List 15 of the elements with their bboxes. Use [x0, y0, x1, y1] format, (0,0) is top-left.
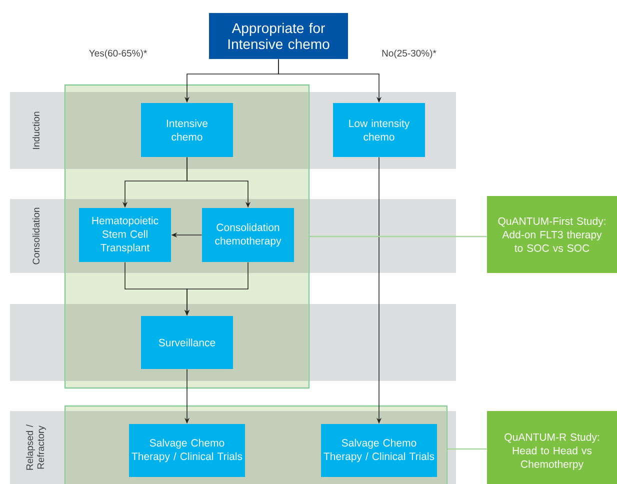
process-box: Intensive chemo: [141, 103, 233, 157]
phase-label: Consolidation: [32, 208, 40, 264]
process-box: Salvage Chemo Therapy / Clinical Trials: [129, 424, 245, 477]
edge-label: Yes(60-65%)*: [89, 50, 147, 58]
study-box: QuANTUM-R Study: Head to Head vs Chemotherpy: [487, 411, 617, 484]
process-box: Hematopoietic Stem Cell Transplant: [79, 208, 171, 262]
study-box: QuANTUM-First Study: Add-on FLT3 therapy to SOC vs SOC: [487, 196, 617, 273]
phase-label: Relapsed / Refractory: [26, 424, 46, 470]
phase-label: Induction: [32, 112, 40, 149]
process-box: Surveillance: [141, 316, 233, 369]
decision-box: Appropriate for Intensive chemo: [209, 13, 348, 59]
process-box: Low intensity chemo: [333, 103, 425, 157]
edge-label: No(25-30%)*: [382, 50, 436, 58]
process-box: Consolidation chemotherapy: [202, 208, 294, 262]
process-box: Salvage Chemo Therapy / Clinical Trials: [321, 424, 437, 477]
